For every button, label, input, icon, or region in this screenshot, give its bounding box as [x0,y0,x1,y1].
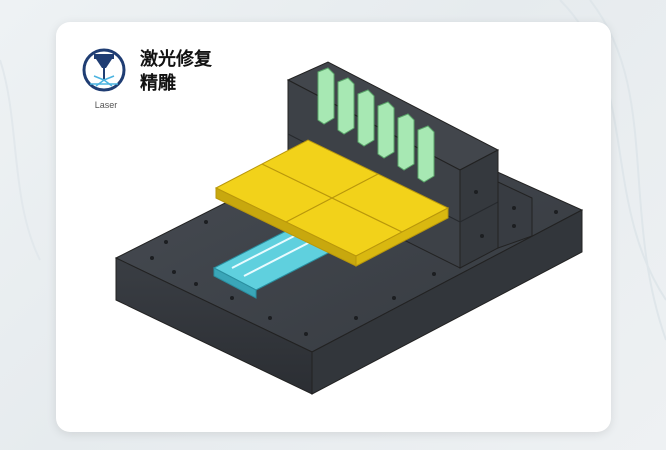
machine-illustration [114,61,584,395]
laser-logo: Laser [80,46,128,116]
title-line-1: 激光修复 [140,49,212,70]
linear-stage [212,227,336,299]
content-card: Laser 激光修复 精雕 [56,22,611,432]
green-fingers [317,67,435,183]
logo-caption: Laser [94,100,118,110]
page-title: 激光修复 精雕 [140,48,212,96]
laser-icon [82,48,126,92]
yellow-plate [214,139,450,267]
title-line-2: 精雕 [140,73,176,94]
